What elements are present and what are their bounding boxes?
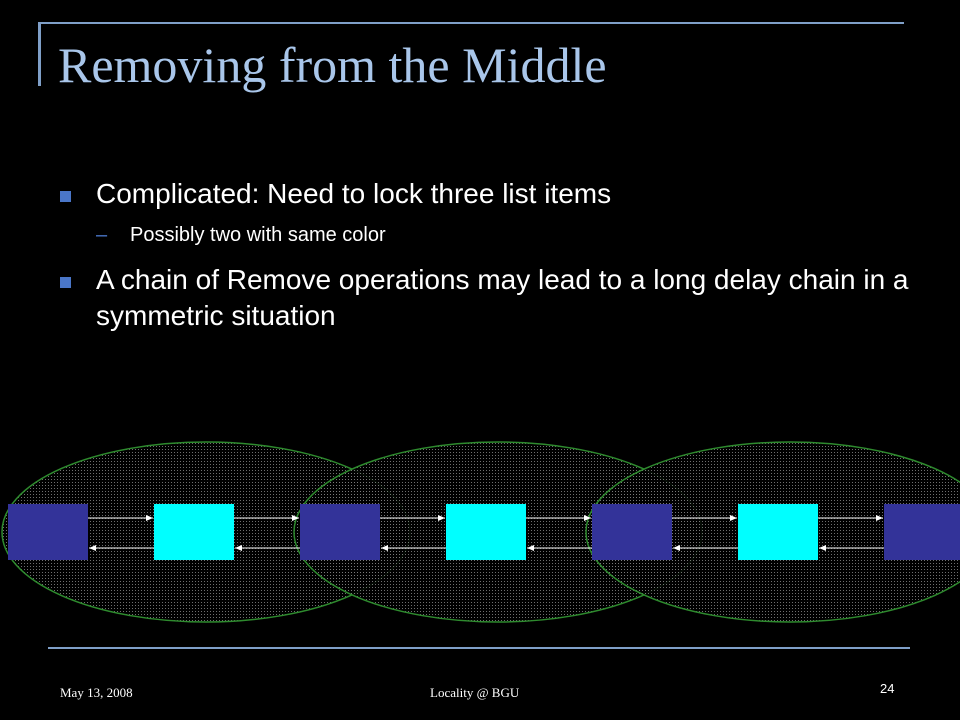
sub-bullet-text: Possibly two with same color <box>130 224 386 246</box>
page-number: 24 <box>880 681 895 696</box>
bullet-item: Complicated: Need to lock three list ite… <box>60 176 920 212</box>
list-nodes <box>8 504 960 560</box>
dash-bullet-icon: – <box>96 224 108 246</box>
footer-title: Locality @ BGU <box>430 685 520 700</box>
sub-bullet-item: – Possibly two with same color <box>60 220 920 250</box>
bullet-list: Complicated: Need to lock three list ite… <box>60 176 920 334</box>
square-bullet-icon <box>60 191 71 202</box>
linked-list-diagram <box>1 441 960 623</box>
slide-title: Removing from the Middle <box>58 37 607 93</box>
list-node <box>446 504 526 560</box>
frame-top-line <box>38 22 904 24</box>
list-node <box>8 504 88 560</box>
frame-vertical-line <box>38 22 41 86</box>
list-node <box>884 504 960 560</box>
bullet-text: Complicated: Need to lock three list ite… <box>96 178 612 209</box>
bullet-item: A chain of Remove operations may lead to… <box>60 262 920 334</box>
bullet-text: A chain of Remove operations may lead to… <box>96 264 909 331</box>
list-node <box>592 504 672 560</box>
list-node <box>738 504 818 560</box>
footer-line <box>48 647 910 649</box>
footer-date: May 13, 2008 <box>60 685 133 700</box>
list-links <box>88 515 884 551</box>
list-node <box>300 504 380 560</box>
square-bullet-icon <box>60 277 71 288</box>
list-node <box>154 504 234 560</box>
